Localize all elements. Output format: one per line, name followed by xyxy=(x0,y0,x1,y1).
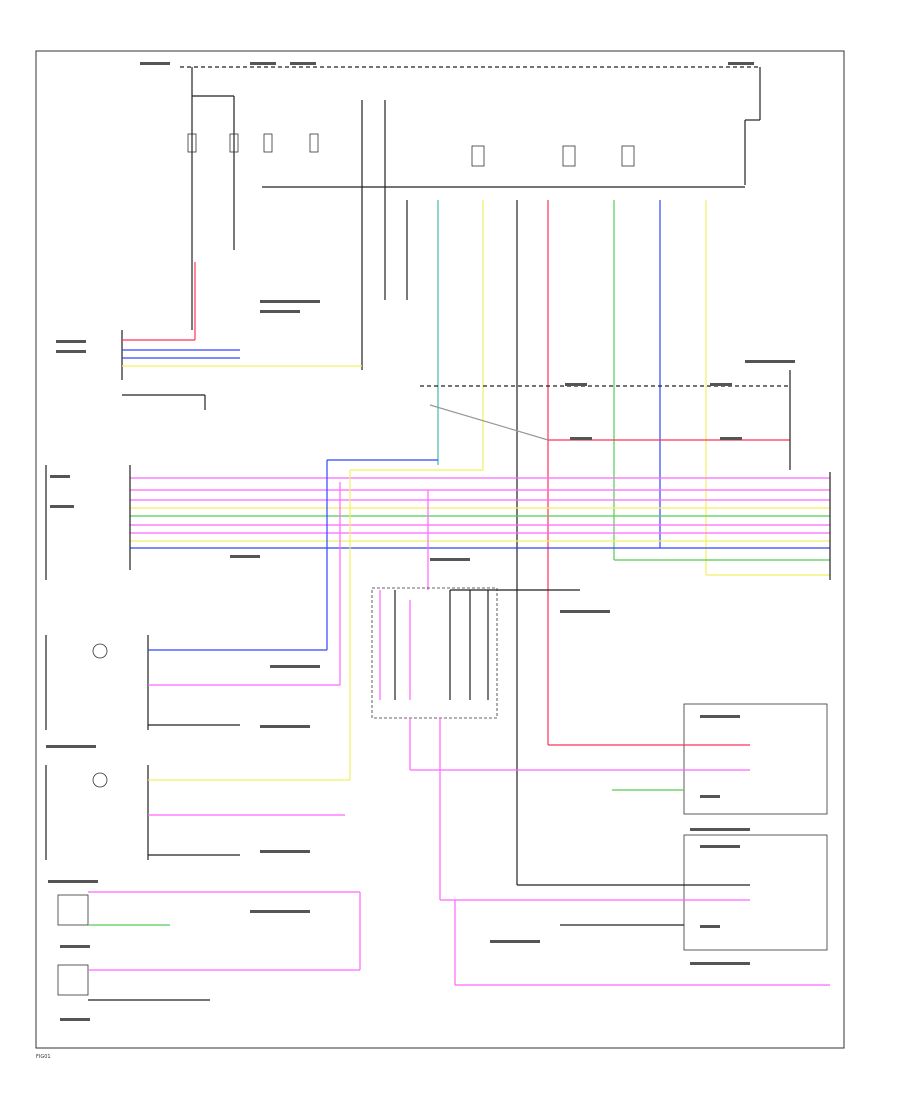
power-feed-top xyxy=(180,66,761,330)
right-side-modules xyxy=(410,703,830,986)
right-tail-lamp xyxy=(45,765,350,860)
license-lamps xyxy=(57,891,361,1001)
diagram-frame xyxy=(35,50,845,1049)
horizontal-bus xyxy=(45,465,831,580)
lamp-control-module xyxy=(371,587,580,900)
left-tail-lamp xyxy=(45,635,340,730)
fuse-block xyxy=(187,133,635,167)
lamp-feeders xyxy=(326,459,483,780)
right-harness xyxy=(420,370,791,470)
connector-labels xyxy=(46,62,795,1021)
vertical-wires xyxy=(194,100,707,885)
page-number: FIG01 xyxy=(36,1054,51,1060)
left-connector xyxy=(121,330,362,410)
